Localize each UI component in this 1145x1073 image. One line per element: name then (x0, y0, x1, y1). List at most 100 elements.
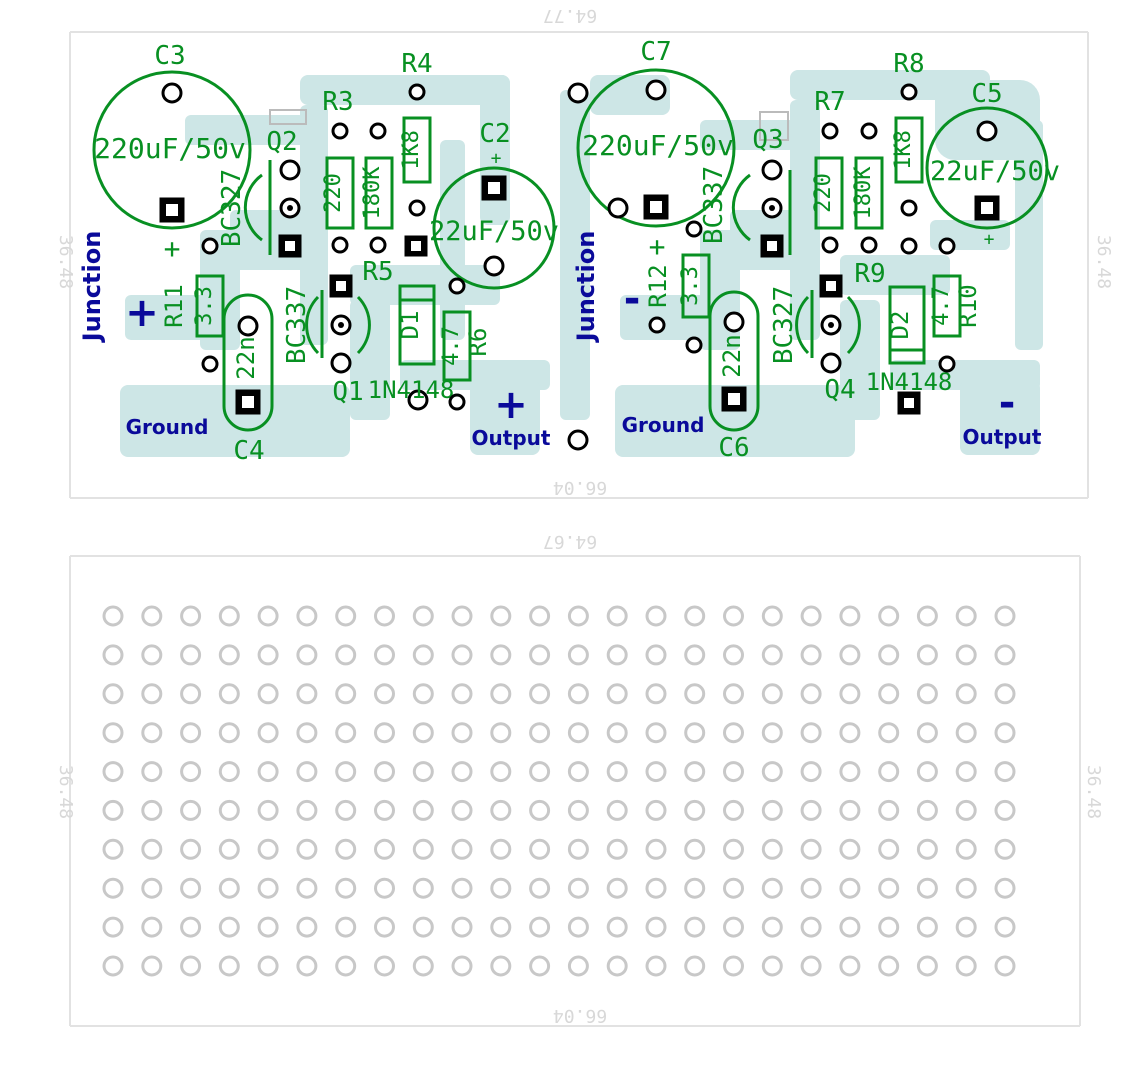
junction-right-label: Junction (572, 231, 600, 344)
perfboard-hole (257, 955, 279, 977)
top-right-height-dimension: 36.48 (1093, 235, 1114, 289)
perfboard-hole (180, 722, 202, 744)
perfboard-hole (684, 644, 706, 666)
perfboard-hole (490, 605, 512, 627)
r8-name: R8 (893, 49, 924, 79)
perfboard-hole (335, 838, 357, 860)
perfboard-hole (606, 877, 628, 899)
perfboard-hole (412, 761, 434, 783)
perfboard-hole (878, 916, 900, 938)
perfboard-hole (994, 605, 1016, 627)
output-minus-label: - (999, 380, 1016, 426)
perfboard-hole (296, 877, 318, 899)
perfboard-hole (916, 605, 938, 627)
r9-name: R9 (854, 259, 885, 289)
perfboard-hole (529, 799, 551, 821)
perfboard-hole (878, 644, 900, 666)
perfboard-hole (684, 838, 706, 860)
c4-value: 22n (232, 336, 260, 379)
perfboard-hole (761, 722, 783, 744)
perfboard-hole (451, 761, 473, 783)
perfboard-hole (218, 605, 240, 627)
perfboard-hole (994, 916, 1016, 938)
r11-name: R11 (160, 284, 188, 327)
perfboard-hole (955, 644, 977, 666)
perfboard-hole (451, 955, 473, 977)
r12-name: R12 (644, 264, 672, 307)
perfboard-hole (335, 877, 357, 899)
perfboard-hole (218, 722, 240, 744)
perfboard-hole (800, 916, 822, 938)
c3-name: C3 (154, 41, 185, 71)
perfboard-hole (684, 799, 706, 821)
perfboard-hole (761, 644, 783, 666)
perfboard-hole (102, 644, 124, 666)
perfboard-hole (994, 877, 1016, 899)
perfboard-hole (412, 916, 434, 938)
r8-value: 1K8 (891, 130, 916, 170)
perfboard-hole (180, 955, 202, 977)
perfboard-hole (374, 683, 395, 705)
q2-name: Q2 (266, 127, 297, 157)
perfboard-hole (684, 722, 706, 744)
perfboard-hole (800, 799, 822, 821)
c7-name: C7 (640, 37, 671, 67)
perfboard-hole (374, 722, 395, 744)
perfboard-hole (606, 722, 628, 744)
output-plus-label: + (494, 382, 528, 428)
perfboard-hole (412, 605, 434, 627)
perfboard-hole (335, 799, 357, 821)
perfboard-hole (567, 761, 589, 783)
perfboard-hole (374, 799, 395, 821)
perfboard-hole (141, 761, 163, 783)
perfboard-hole (529, 838, 551, 860)
perfboard-hole (645, 644, 667, 666)
perfboard-hole (916, 955, 938, 977)
perfboard-hole (374, 877, 395, 899)
r9-value: 180K (851, 166, 876, 220)
perfboard-hole (141, 799, 163, 821)
perfboard-hole (684, 761, 706, 783)
perfboard-hole (490, 799, 512, 821)
perfboard-hole (994, 838, 1016, 860)
perfboard-hole (529, 761, 551, 783)
c5-value: 22uF/50v (930, 156, 1060, 187)
perfboard-hole (451, 683, 473, 705)
perfboard-hole (141, 877, 163, 899)
perfboard-hole (994, 722, 1016, 744)
perfboard-hole (723, 838, 744, 860)
perfboard-hole (684, 605, 706, 627)
perfboard-hole (723, 877, 744, 899)
perfboard-hole (723, 761, 744, 783)
perfboard-hole (529, 722, 551, 744)
perfboard-hole (761, 605, 783, 627)
perfboard-hole (645, 955, 667, 977)
q4-name: Q4 (824, 375, 855, 405)
perfboard-hole (606, 916, 628, 938)
perfboard-hole (839, 644, 861, 666)
perfboard-hole (878, 722, 900, 744)
perfboard-hole (723, 605, 744, 627)
perfboard-hole (839, 761, 861, 783)
perfboard-hole (955, 838, 977, 860)
perfboard-hole (102, 916, 124, 938)
perfboard-hole (335, 683, 357, 705)
perfboard-hole (645, 799, 667, 821)
perfboard-hole (839, 605, 861, 627)
perfboard-hole (257, 644, 279, 666)
perfboard-hole (606, 644, 628, 666)
perfboard-hole (374, 644, 395, 666)
perfboard-hole (141, 605, 163, 627)
perfboard-hole (916, 838, 938, 860)
perfboard-hole (761, 916, 783, 938)
perfboard-hole (335, 644, 357, 666)
r7-value: 220 (811, 173, 836, 213)
c2-value: 22uF/50v (429, 216, 559, 247)
perfboard-hole (800, 877, 822, 899)
perfboard-hole (257, 722, 279, 744)
pad (938, 237, 956, 255)
perfboard-hole (218, 955, 240, 977)
perfboard-hole (567, 605, 589, 627)
perfboard-hole (257, 877, 279, 899)
perfboard-hole (335, 761, 357, 783)
